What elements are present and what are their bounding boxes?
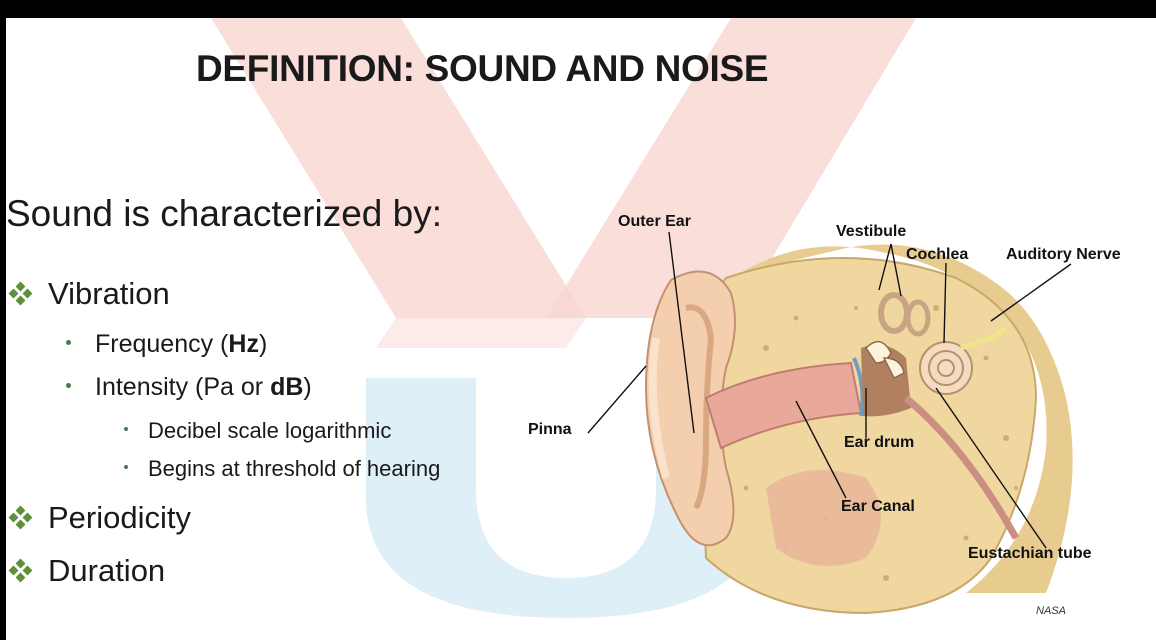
label-eustachian-tube: Eustachian tube: [968, 545, 1092, 563]
slide: DEFINITION: SOUND AND NOISE Sound is cha…: [6, 18, 1156, 640]
label-cochlea: Cochlea: [906, 246, 968, 264]
label-outer-ear: Outer Ear: [618, 213, 691, 231]
label-ear-canal: Ear Canal: [841, 498, 915, 516]
label-vestibule: Vestibule: [836, 223, 906, 241]
image-credit: NASA: [1036, 605, 1066, 617]
label-ear-drum: Ear drum: [844, 434, 914, 452]
label-pinna: Pinna: [528, 421, 572, 439]
label-auditory-nerve: Auditory Nerve: [1006, 246, 1121, 264]
